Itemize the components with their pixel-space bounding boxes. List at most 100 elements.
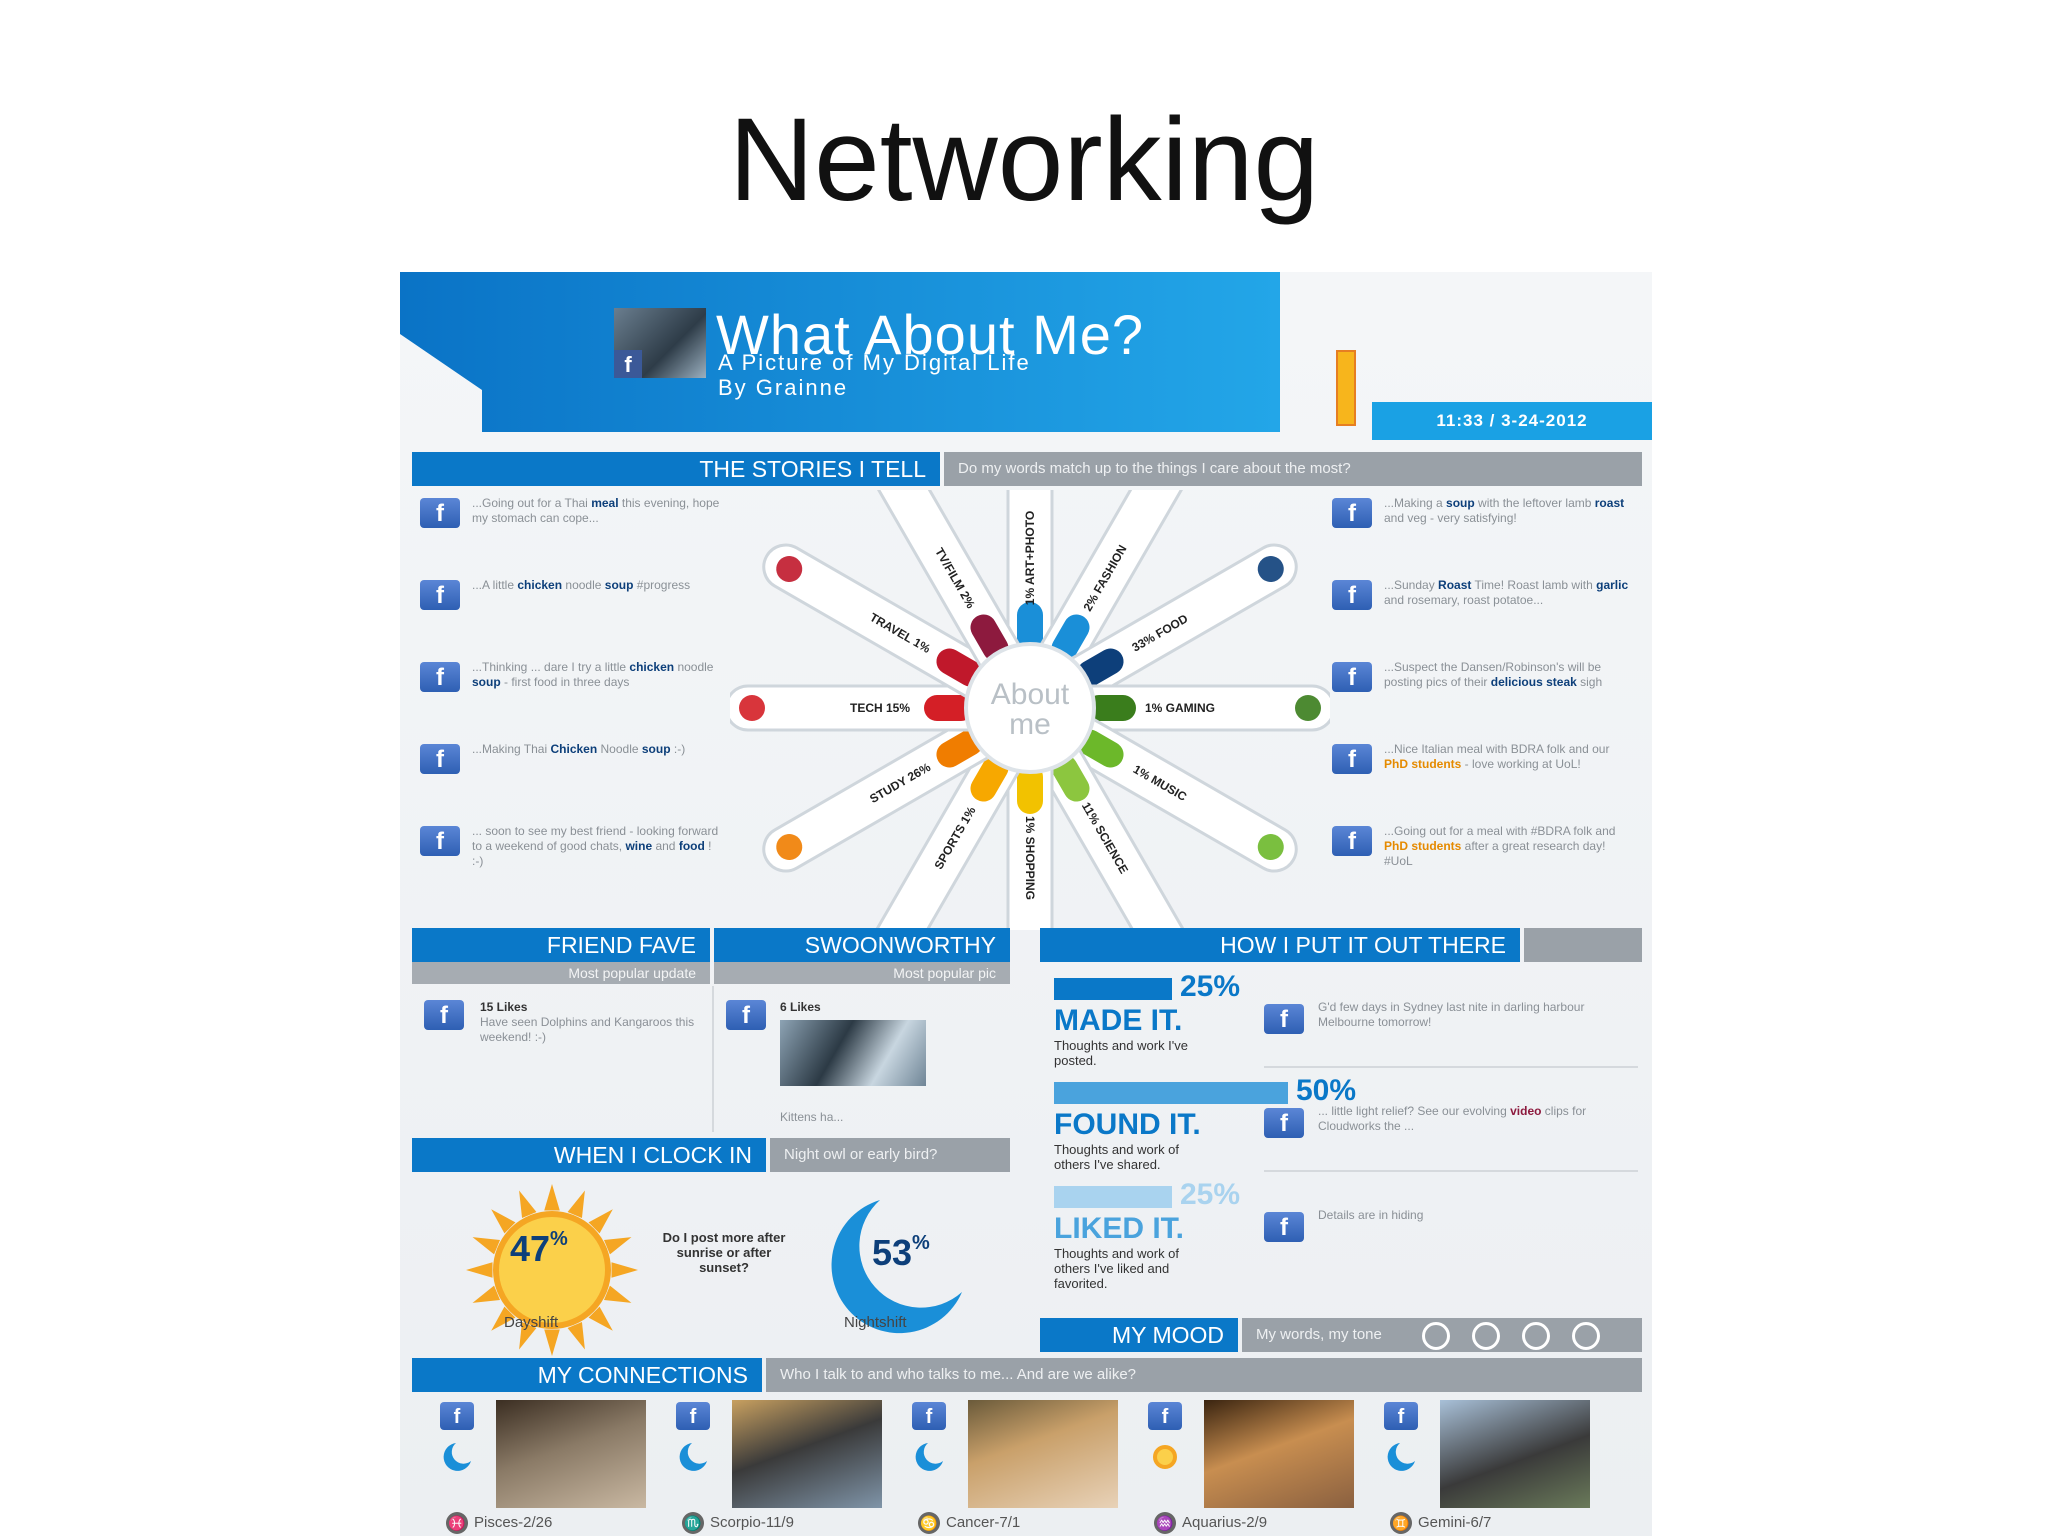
friend-fave-heading: FRIEND FAVE: [412, 928, 710, 962]
facebook-icon: f: [1264, 1108, 1304, 1138]
clock-question: Night owl or early bird?: [770, 1138, 1010, 1172]
share-post: Details are in hiding: [1318, 1208, 1424, 1222]
swoonworthy-caption: Kittens ha...: [780, 1110, 844, 1124]
sun-ray: [544, 1329, 560, 1356]
facebook-icon: f: [726, 1000, 766, 1030]
moon-icon: [915, 1443, 943, 1471]
share-description: Thoughts and work of others I've liked a…: [1054, 1246, 1180, 1291]
moon-icon: [1387, 1443, 1415, 1471]
share-post: G'd few days in Sydney last nite in darl…: [1318, 1000, 1585, 1029]
connection-photo: [1204, 1400, 1354, 1508]
story-post: ...Thinking ... dare I try a little chic…: [472, 660, 714, 689]
share-post: ... little light relief? See our evolvin…: [1318, 1104, 1587, 1133]
facebook-icon: f: [420, 498, 460, 528]
out-there-heading: HOW I PUT IT OUT THERE: [1040, 928, 1520, 962]
slide-title: Networking: [728, 94, 1320, 226]
swoonworthy-heading: SWOONWORTHY: [714, 928, 1010, 962]
story-post: ...Going out for a meal with #BDRA folk …: [1384, 824, 1616, 868]
petal-label: TECH 15%: [850, 701, 910, 715]
petal-label: 1% SHOPPING: [1023, 816, 1037, 900]
kitten-photo: [780, 1020, 926, 1086]
zodiac-icon: ♊: [1390, 1512, 1412, 1534]
interest-petal: [762, 715, 1000, 873]
swoonworthy-sub: Most popular pic: [714, 962, 1010, 984]
share-percent: 25%: [1180, 1178, 1241, 1211]
facebook-icon: f: [420, 580, 460, 610]
interest-petal: [1060, 543, 1298, 701]
facebook-icon: f: [614, 350, 642, 378]
header-banner: [400, 272, 1280, 432]
petal-label: 1% ART+PHOTO: [1023, 511, 1037, 605]
facebook-icon: f: [1264, 1212, 1304, 1242]
connection-sign: ♒Aquarius-2/9: [1154, 1512, 1267, 1534]
sun-ray: [567, 1321, 585, 1350]
clock-heading: WHEN I CLOCK IN: [412, 1138, 766, 1172]
row-divider: [1264, 1066, 1638, 1068]
note-icon: [1257, 834, 1284, 860]
facebook-icon: f: [1332, 498, 1372, 528]
story-post: ...Making a soup with the leftover lamb …: [1384, 496, 1625, 525]
interest-petal: [730, 684, 992, 732]
sun-ray: [491, 1306, 516, 1331]
share-percent: 25%: [1180, 970, 1241, 1003]
sun-icon: [466, 1184, 638, 1356]
facebook-icon: f: [420, 826, 460, 856]
facebook-icon: f: [1332, 744, 1372, 774]
facebook-icon: f: [420, 662, 460, 692]
facebook-icon: f: [440, 1402, 474, 1430]
facebook-icon: f: [676, 1402, 710, 1430]
share-description: Thoughts and work I've posted.: [1054, 1038, 1188, 1068]
plane-icon: [776, 556, 803, 582]
sun-ray: [519, 1190, 537, 1219]
sun-ray: [603, 1285, 632, 1303]
facebook-icon: f: [1332, 580, 1372, 610]
zodiac-icon: ♏: [682, 1512, 704, 1534]
share-title: LIKED IT.: [1054, 1212, 1185, 1245]
swoonworthy-likes: 6 Likes: [780, 1000, 821, 1014]
sun-ray: [588, 1209, 613, 1234]
connections-question: Who I talk to and who talks to me... And…: [766, 1358, 1642, 1392]
facebook-icon: f: [1332, 662, 1372, 692]
connections-heading: MY CONNECTIONS: [412, 1358, 762, 1392]
share-bar: [1054, 978, 1172, 1000]
column-divider: [712, 986, 714, 1132]
connection-sign: ♋Cancer-7/1: [918, 1512, 1020, 1534]
connection-photo: [1440, 1400, 1590, 1508]
share-title: FOUND IT.: [1054, 1108, 1201, 1141]
wheel-center: [964, 642, 1096, 774]
connection-photo: [732, 1400, 882, 1508]
connection-sign: ♊Gemini-6/7: [1390, 1512, 1491, 1534]
facebook-icon: f: [1264, 1004, 1304, 1034]
nightshift-label: Nightshift: [844, 1314, 907, 1331]
mood-face-icon: [1522, 1322, 1550, 1350]
invader-icon: [1295, 695, 1321, 721]
mood-face-icon: [1572, 1322, 1600, 1350]
mood-face-icon: [1472, 1322, 1500, 1350]
sun-ray: [588, 1306, 613, 1331]
story-post: ...A little chicken noodle soup #progres…: [472, 578, 691, 592]
timestamp-badge: 11:33 / 3-24-2012: [1372, 402, 1652, 440]
infographic-poster: f What About Me? A Picture of My Digital…: [400, 272, 1652, 1536]
sun-ray: [466, 1262, 493, 1278]
share-description: Thoughts and work of others I've shared.: [1054, 1142, 1180, 1172]
facebook-icon: f: [420, 744, 460, 774]
facebook-icon: f: [912, 1402, 946, 1430]
moon-icon: [679, 1443, 707, 1471]
dayshift-label: Dayshift: [504, 1314, 559, 1331]
sun-ray: [519, 1321, 537, 1350]
zodiac-icon: ♓: [446, 1512, 468, 1534]
zodiac-icon: ♒: [1154, 1512, 1176, 1534]
facebook-icon: f: [1148, 1402, 1182, 1430]
poster-title: What About Me?: [716, 303, 1145, 366]
zodiac-icon: ♋: [918, 1512, 940, 1534]
story-post: ... soon to see my best friend - looking…: [472, 824, 719, 868]
connection-sign: ♏Scorpio-11/9: [682, 1512, 794, 1534]
poster-subtitle: A Picture of My Digital Life By Grainne: [718, 350, 1031, 400]
sun-ray: [544, 1184, 560, 1211]
tag-decoration: [1336, 350, 1356, 426]
story-post: ...Suspect the Dansen/Robinson's will be…: [1384, 660, 1603, 689]
share-percent: 50%: [1296, 1074, 1357, 1107]
facebook-icon: f: [1384, 1402, 1418, 1430]
